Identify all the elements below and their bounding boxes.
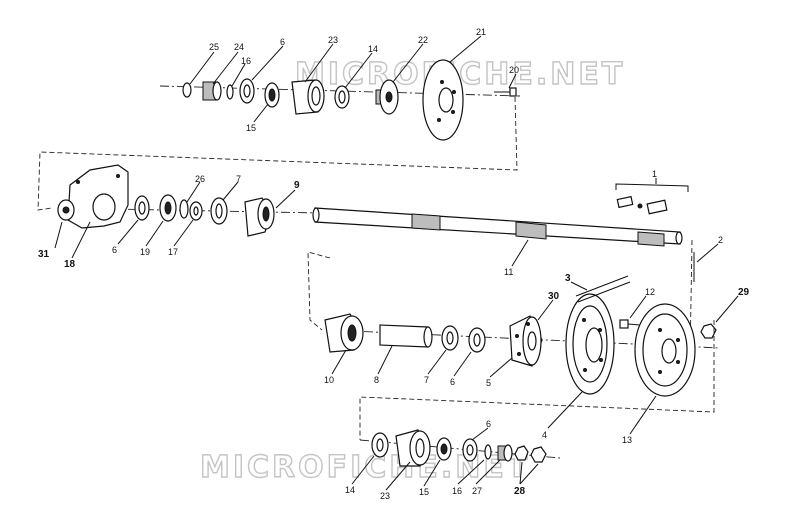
label-14-bottom: 14 xyxy=(345,485,355,495)
part-21-brake-disc xyxy=(422,59,464,141)
part-6-bearing-top xyxy=(239,78,255,104)
bottom-leader-lines xyxy=(351,427,539,491)
part-13-driven-sprocket xyxy=(634,303,696,397)
part-19-seal xyxy=(159,194,177,222)
part-20-bolt xyxy=(494,87,517,97)
label-4: 4 xyxy=(542,430,547,440)
part-11-axle-shaft xyxy=(312,207,683,247)
part-16-o-ring-bottom xyxy=(484,444,492,460)
part-14-seal-top xyxy=(334,85,350,109)
lower-row-assembly xyxy=(324,275,721,440)
part-15-bearing-top xyxy=(264,82,280,108)
label-9: 9 xyxy=(294,180,300,191)
label-11: 11 xyxy=(504,267,513,277)
part-25-snap-ring xyxy=(182,82,192,98)
top-row-assembly xyxy=(37,59,521,211)
label-15-bottom: 15 xyxy=(419,487,429,497)
label-14-top: 14 xyxy=(368,44,378,54)
label-5: 5 xyxy=(486,378,491,388)
label-17: 17 xyxy=(168,247,178,257)
label-18: 18 xyxy=(64,259,76,270)
part-29-nut xyxy=(700,323,717,339)
label-25: 25 xyxy=(209,42,219,52)
label-23-top: 23 xyxy=(328,35,338,45)
label-23-bottom: 23 xyxy=(380,491,390,501)
label-2: 2 xyxy=(718,235,723,245)
middle-labels: 26 7 9 31 18 6 19 17 1 2 11 xyxy=(38,169,723,277)
label-6-bottom: 6 xyxy=(486,419,491,429)
label-26: 26 xyxy=(195,174,205,184)
part-27-spacer xyxy=(497,444,513,462)
label-15-top: 15 xyxy=(246,123,256,133)
part-9-eccentric-collar xyxy=(244,197,275,237)
part-15-bearing-bottom xyxy=(436,437,452,461)
label-12: 12 xyxy=(645,287,655,297)
label-6-lower: 6 xyxy=(450,377,455,387)
part-16-o-ring xyxy=(226,84,234,100)
label-16-bottom: 16 xyxy=(452,486,462,496)
label-31: 31 xyxy=(38,249,50,260)
label-19: 19 xyxy=(140,247,150,257)
part-3-chain xyxy=(575,275,631,303)
label-6-middle: 6 xyxy=(112,245,117,255)
label-21: 21 xyxy=(476,27,486,37)
bottom-labels: 6 14 23 15 16 27 28 xyxy=(345,419,526,501)
label-1: 1 xyxy=(652,169,657,179)
label-22: 22 xyxy=(418,35,428,45)
part-8-spacer-tube xyxy=(379,324,433,348)
part-7-bearing-middle xyxy=(210,197,228,225)
label-20: 20 xyxy=(509,65,519,75)
label-6-top: 6 xyxy=(280,37,285,47)
label-7-middle: 7 xyxy=(236,174,241,184)
middle-row-assembly xyxy=(57,164,695,361)
part-6-bearing-bottom xyxy=(462,438,478,462)
part-6-bearing-middle xyxy=(134,195,150,221)
top-leader-lines xyxy=(189,35,517,123)
label-30: 30 xyxy=(548,291,560,302)
part-26-ring xyxy=(179,199,189,219)
part-14-seal-bottom xyxy=(371,432,389,458)
part-1-master-link xyxy=(615,183,689,215)
part-17-washer xyxy=(189,201,203,221)
label-29: 29 xyxy=(738,287,750,298)
label-10: 10 xyxy=(324,375,334,385)
label-28: 28 xyxy=(514,486,526,497)
label-16-top: 16 xyxy=(241,56,251,66)
label-24: 24 xyxy=(234,42,244,52)
label-27: 27 xyxy=(472,486,482,496)
part-10-bearing-housing xyxy=(324,313,364,353)
lower-leader-lines xyxy=(331,281,739,435)
part-18-carrier-plate xyxy=(57,164,129,229)
part-4-drive-sprocket xyxy=(565,293,615,395)
part-28-nuts xyxy=(514,445,547,463)
lower-labels: 3 30 12 29 10 8 7 6 5 4 13 xyxy=(324,273,750,445)
part-6-bearing-lower xyxy=(468,327,486,353)
part-5-sprocket-hub xyxy=(509,315,543,367)
part-12-bolt xyxy=(619,319,641,329)
part-22-hub xyxy=(375,79,399,115)
part-23-housing-bottom xyxy=(395,429,431,467)
part-24-spacer xyxy=(202,81,222,101)
label-13: 13 xyxy=(622,435,632,445)
label-7-lower: 7 xyxy=(424,375,429,385)
part-7-bearing-lower xyxy=(441,325,459,351)
part-23-housing-top xyxy=(291,79,325,115)
label-8: 8 xyxy=(374,375,379,385)
bottom-row-assembly xyxy=(359,429,561,467)
label-3: 3 xyxy=(565,273,571,284)
middle-leader-lines xyxy=(54,178,719,267)
top-labels: 25 24 16 6 23 14 22 21 20 15 xyxy=(209,27,519,133)
